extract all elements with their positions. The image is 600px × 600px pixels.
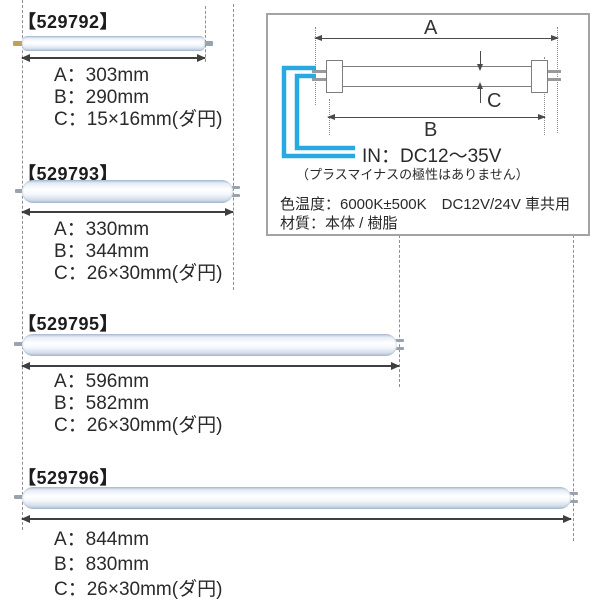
spec-a: A：303mm: [54, 65, 150, 86]
diagram-dim-c-arrow-down: [477, 51, 483, 71]
dimension-arrow-a: [21, 515, 572, 523]
spec-list: A：596mm B：582mm C：26×30mm(ダ円): [54, 371, 222, 437]
spec-c: C：26×30mm(ダ円): [54, 263, 223, 284]
spec-c: C：15×16mm(ダ円): [54, 109, 223, 130]
dimension-arrow-a: [21, 54, 206, 62]
dashed-guide-793-right: [233, 4, 234, 290]
spec-b: B：290mm: [54, 87, 150, 108]
input-voltage-label: IN：DC12～35V: [362, 146, 502, 167]
tube-pin-right-2: [395, 347, 404, 350]
input-wire-drawing: [281, 65, 355, 159]
spec-a: A：330mm: [54, 219, 150, 240]
dimension-arrow-a: [21, 208, 234, 216]
dashed-guide-796-right: [573, 235, 574, 541]
diagram-pin-left-1: [312, 70, 328, 73]
spec-c: C：26×30mm(ダ円): [54, 579, 223, 600]
product-code: 【529793】: [18, 164, 119, 184]
tube-pin-left: [15, 189, 24, 193]
diagram-dim-c-arrow-up: [477, 82, 483, 103]
tube-image: [22, 487, 571, 509]
diagram-dim-a-label: A: [424, 17, 438, 39]
diagram-pin-right-2: [545, 78, 561, 81]
spec-list: A：844mm B：830mm C：26×30mm(ダ円): [54, 527, 222, 600]
spec-c: C：26×30mm(ダ円): [54, 415, 223, 436]
dashed-guide-792-right: [205, 6, 206, 62]
tube-pin-right-1: [395, 339, 404, 342]
tube-image: [22, 334, 397, 356]
diagram-pin-right-1: [545, 70, 561, 73]
dashed-guide-795-right: [399, 235, 400, 387]
diagram-dim-c-label: C: [487, 90, 502, 112]
product-code: 【529796】: [18, 468, 119, 488]
spec-b: B：582mm: [54, 393, 150, 414]
diagram-guide-b-right: [544, 57, 545, 135]
tube-pin-right-1: [231, 186, 240, 189]
tube-image: [22, 36, 205, 51]
spec-diagram-box: [266, 13, 590, 236]
spec-a: A：844mm: [54, 529, 150, 550]
material-spec: 材質：本体 / 樹脂: [280, 215, 398, 232]
tube-pin-right-1: [569, 492, 578, 495]
tube-pin-left: [13, 41, 23, 46]
tube-image: [22, 180, 233, 203]
color-temp-spec: 色温度：6000K±500K DC12V/24V 車共用: [280, 196, 571, 213]
diagram-pin-left-2: [312, 78, 328, 81]
spec-list: A：330mm B：344mm C：26×30mm(ダ円): [54, 219, 222, 285]
product-code: 【529795】: [18, 314, 119, 334]
tube-pin-right: [203, 41, 213, 46]
diagram-dim-a-arrow: [314, 35, 559, 41]
tube-pin-left: [14, 342, 23, 346]
diagram-dim-b-arrow: [327, 114, 546, 120]
product-code: 【529792】: [18, 12, 119, 32]
diagram-end-cap-left: [326, 60, 343, 93]
diagram-dim-b-label: B: [424, 119, 438, 141]
tube-pin-right-2: [569, 500, 578, 503]
tube-pin-left: [14, 495, 23, 499]
polarity-note: （プラスマイナスの極性はありません）: [296, 167, 529, 182]
dimension-arrow-a: [21, 362, 400, 370]
spec-b: B：344mm: [54, 241, 150, 262]
spec-b: B：830mm: [54, 554, 150, 575]
spec-list: A：303mm B：290mm C：15×16mm(ダ円): [54, 65, 222, 131]
spec-a: A：596mm: [54, 371, 150, 392]
diagram-end-cap-right: [531, 60, 548, 93]
dashed-guide-left: [22, 0, 23, 530]
tube-pin-right-2: [231, 194, 240, 197]
